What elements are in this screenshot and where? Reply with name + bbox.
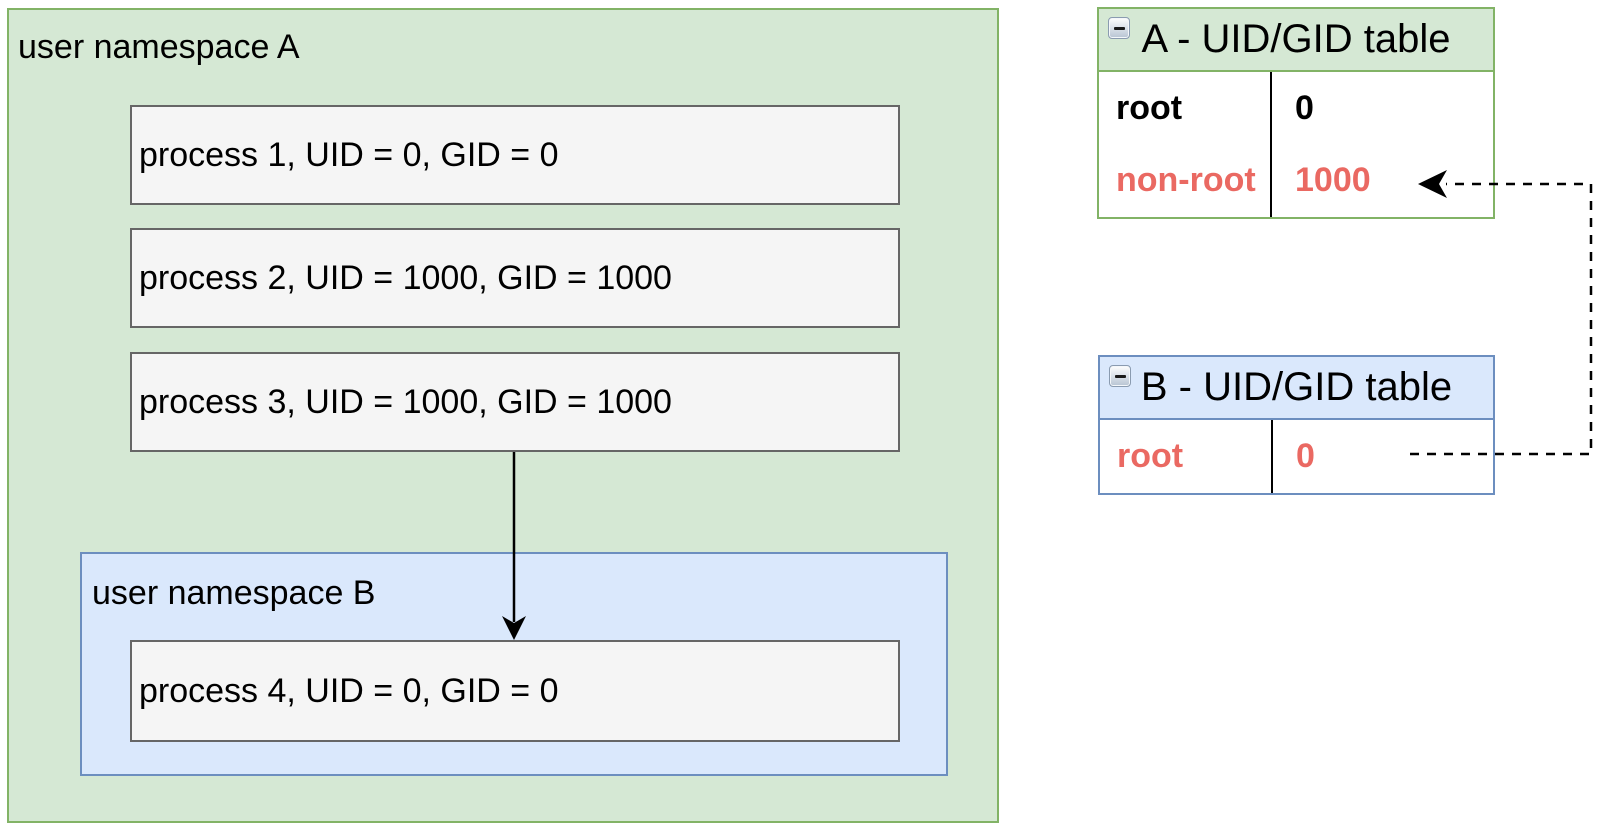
namespace-b-label: user namespace B: [92, 574, 376, 612]
process-4-box: process 4, UID = 0, GID = 0: [130, 640, 900, 742]
table-row: non-root 1000: [1099, 145, 1493, 218]
collapse-minus-icon[interactable]: [1109, 365, 1131, 387]
process-1-box: process 1, UID = 0, GID = 0: [130, 105, 900, 205]
table-b-column-divider: [1271, 420, 1273, 493]
table-row: root 0: [1099, 72, 1493, 145]
table-b-header: B - UID/GID table: [1100, 357, 1493, 420]
table-b-uid-gid: B - UID/GID table root 0: [1098, 355, 1495, 495]
minus-glyph: [1114, 374, 1126, 378]
table-a-body: root 0 non-root 1000: [1099, 72, 1493, 217]
table-row: root 0: [1100, 420, 1493, 493]
table-a-header: A - UID/GID table: [1099, 9, 1493, 72]
process-2-box: process 2, UID = 1000, GID = 1000: [130, 228, 900, 328]
table-b-body: root 0: [1100, 420, 1493, 493]
process-2-label: process 2, UID = 1000, GID = 1000: [139, 258, 672, 297]
table-b-title: B - UID/GID table: [1140, 365, 1453, 409]
process-3-box: process 3, UID = 1000, GID = 1000: [130, 352, 900, 452]
namespace-a-label: user namespace A: [18, 28, 300, 66]
table-a-uid-gid: A - UID/GID table root 0 non-root 1000: [1097, 7, 1495, 219]
table-a-column-divider: [1270, 72, 1272, 217]
table-a-row1-id: 0: [1295, 88, 1314, 127]
collapse-minus-icon[interactable]: [1108, 17, 1130, 39]
namespace-a-container: user namespace A process 1, UID = 0, GID…: [7, 8, 999, 823]
table-a-row1-user: root: [1116, 88, 1183, 127]
process-4-label: process 4, UID = 0, GID = 0: [139, 671, 559, 710]
table-b-row1-id: 0: [1296, 437, 1315, 475]
namespace-b-container: user namespace B process 4, UID = 0, GID…: [80, 552, 948, 776]
minus-glyph: [1113, 26, 1125, 30]
table-b-row1-user: root: [1117, 437, 1184, 475]
table-a-title: A - UID/GID table: [1141, 17, 1451, 61]
process-1-label: process 1, UID = 0, GID = 0: [139, 135, 559, 174]
table-a-row2-id: 1000: [1295, 161, 1371, 200]
table-a-row2-user: non-root: [1116, 161, 1256, 200]
process-3-label: process 3, UID = 1000, GID = 1000: [139, 382, 672, 421]
